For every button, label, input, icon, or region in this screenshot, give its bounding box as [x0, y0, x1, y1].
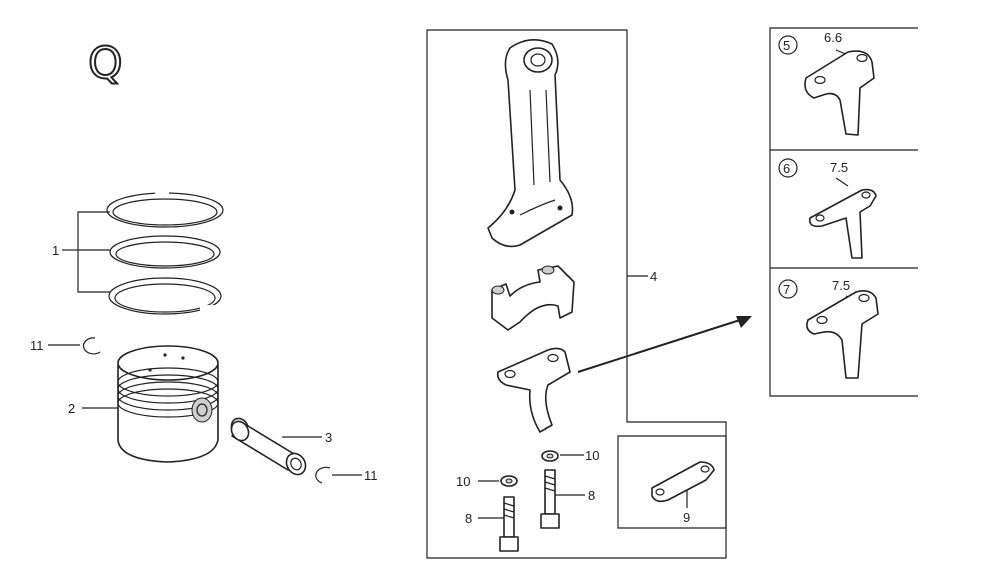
section-letter: Q — [88, 38, 123, 89]
lock-plate — [651, 461, 715, 503]
lock-plate-frame — [617, 435, 727, 529]
callout-4: 4 — [650, 269, 657, 284]
callout-1: 1 — [52, 243, 59, 258]
variant-5-dimension: 6.6 — [824, 30, 842, 45]
rod-cap — [491, 265, 575, 331]
variant-7: 7 7.5 — [778, 278, 879, 379]
variant-6-dimension: 7.5 — [830, 160, 848, 175]
piston — [117, 345, 219, 463]
oil-dipper — [496, 347, 571, 433]
callout-1-bracket — [62, 211, 110, 293]
variants-frame — [769, 27, 918, 397]
variant-5-number: 5 — [783, 38, 790, 53]
variant-arrow — [577, 316, 752, 373]
callout-10-right: 10 — [585, 448, 599, 463]
callout-11-left: 11 — [30, 338, 44, 353]
circlip-left — [82, 337, 101, 355]
variant-6-number: 6 — [783, 161, 790, 176]
callout-9: 9 — [683, 510, 690, 525]
variant-7-number: 7 — [783, 282, 790, 297]
piston-pin — [230, 417, 307, 476]
piston-rings — [106, 186, 224, 315]
connecting-rod — [487, 39, 574, 248]
variant-5: 5 6.6 — [778, 30, 875, 136]
callout-11-right: 11 — [364, 468, 378, 483]
conrod-frame — [426, 29, 727, 559]
callout-8-right: 8 — [588, 488, 595, 503]
callout-3: 3 — [325, 430, 332, 445]
circlip-right — [315, 466, 331, 484]
variant-6: 6 7.5 — [778, 158, 877, 259]
washer-right — [541, 450, 559, 462]
callout-8-left: 8 — [465, 511, 472, 526]
callout-10-left: 10 — [456, 474, 470, 489]
washer-left — [500, 475, 518, 487]
variant-7-dimension: 7.5 — [832, 278, 850, 293]
callout-2: 2 — [68, 401, 75, 416]
bolt-left — [499, 496, 519, 552]
bolt-right — [540, 469, 560, 529]
